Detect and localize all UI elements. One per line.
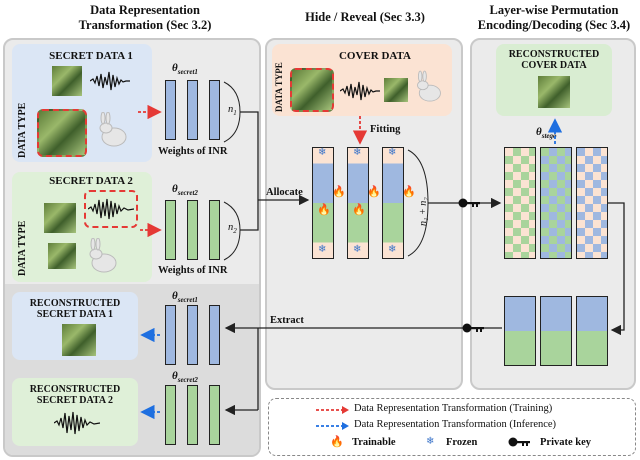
inr1-layer-3 [209, 80, 220, 140]
frozen-icon-bottom-2: ❄ [353, 244, 362, 255]
cover-image-selected [290, 68, 334, 112]
weights-of-inr-2: Weights of INR [158, 265, 228, 276]
legend-frozen: Frozen [446, 437, 478, 448]
decoded-col-1 [504, 296, 536, 366]
secret-2-audio-selected [84, 190, 138, 228]
legend-trainable-icon: 🔥 [330, 436, 344, 448]
allocate-line [240, 111, 259, 231]
n1-label: n1 [228, 104, 237, 118]
recon1-layer-1 [165, 305, 176, 365]
secret-1-audio-icon [90, 71, 130, 91]
cover-bunny-icon [417, 70, 441, 102]
frozen-icon-top-1: ❄ [318, 147, 327, 158]
inr1-layer-1 [165, 80, 176, 140]
trainable-icon-2: 🔥 [367, 186, 381, 198]
legend-training: Data Representation Transformation (Trai… [354, 403, 553, 414]
recon-secret-1-title: RECONSTRUCTED SECRET DATA 1 [29, 298, 121, 320]
header-right: Layer-wise Permutation Encoding/Decoding… [477, 3, 631, 32]
legend-box [268, 398, 636, 456]
permuted-col-3 [576, 147, 608, 259]
recon2-layer-1 [165, 385, 176, 445]
frozen-icon-bottom-1: ❄ [318, 244, 327, 255]
inr2-layer-3 [209, 200, 220, 260]
secret-1-image [52, 66, 82, 96]
recon-secret-2-title: RECONSTRUCTED SECRET DATA 2 [29, 384, 121, 406]
legend-key-icon [508, 437, 530, 447]
inr2-layer-2 [187, 200, 198, 260]
legend-private-key: Private key [540, 437, 592, 448]
permuted-col-1 [504, 147, 536, 259]
trainable-icon-1: 🔥 [332, 186, 346, 198]
fitting-label: Fitting [370, 124, 401, 135]
recon-secret-1-image [62, 324, 96, 356]
secret-2-audio-icon [88, 198, 134, 220]
recon-secret-2-audio-icon [54, 411, 100, 435]
trainable-icon-3: 🔥 [402, 186, 416, 198]
stego-net-col-2 [347, 147, 369, 259]
recon-cover-image [538, 76, 570, 108]
header-middle: Hide / Reveal (Sec 3.3) [305, 10, 425, 24]
secret-1-image-selected [37, 109, 87, 157]
theta-stego-label: θstego [536, 126, 557, 141]
secret-data-1-title: SECRET DATA 1 [49, 50, 133, 62]
cover-image-small [384, 78, 408, 102]
secret-2-image [44, 203, 76, 233]
frozen-icon-top-3: ❄ [388, 147, 397, 158]
brace-2 [223, 201, 241, 261]
inr2-layer-1 [165, 200, 176, 260]
secret-data-2-title: SECRET DATA 2 [49, 175, 133, 187]
cover-audio-icon [340, 81, 380, 101]
cover-data-title: COVER DATA [338, 50, 411, 62]
brace-sum [407, 149, 429, 257]
stego-net-col-3 [382, 147, 404, 259]
trainable-icon-5: 🔥 [352, 204, 366, 216]
weights-of-inr-1: Weights of INR [158, 146, 228, 157]
n2-label: n2 [228, 222, 237, 236]
legend-inference: Data Representation Transformation (Infe… [354, 419, 557, 430]
theta-secret2-label: θsecret2 [172, 183, 198, 198]
theta-recon2-label: θsecret2 [172, 370, 198, 385]
extract-label: Extract [270, 315, 304, 326]
allocate-label: Allocate [266, 187, 303, 198]
recon-cover-title: RECONSTRUCTED COVER DATA [508, 49, 600, 71]
inr1-layer-2 [187, 80, 198, 140]
brace-1 [223, 81, 241, 143]
private-key-icon-1 [458, 198, 480, 208]
bunny-icon-2 [89, 238, 117, 273]
recon1-layer-3 [209, 305, 220, 365]
permuted-col-2 [540, 147, 572, 259]
trainable-icon-4: 🔥 [317, 204, 331, 216]
frozen-icon-top-2: ❄ [353, 147, 362, 158]
recon-secret-2-box [12, 378, 138, 446]
secret-2-image-small [48, 243, 76, 269]
legend-blue-arrow [316, 422, 349, 430]
legend-trainable: Trainable [352, 437, 396, 448]
private-key-icon-2 [462, 323, 484, 333]
legend-red-arrow [316, 406, 349, 414]
recon2-layer-2 [187, 385, 198, 445]
recon2-layer-3 [209, 385, 220, 445]
decoded-col-2 [540, 296, 572, 366]
frozen-icon-bottom-3: ❄ [388, 244, 397, 255]
bunny-icon-1 [99, 112, 127, 147]
stego-net-col-1 [312, 147, 334, 259]
theta-secret1-label: θsecret1 [172, 62, 198, 77]
decode-line [608, 202, 625, 336]
legend-frozen-icon: ❄ [426, 436, 435, 447]
theta-recon1-label: θsecret1 [172, 290, 198, 305]
decoded-col-3 [576, 296, 608, 366]
recon1-layer-2 [187, 305, 198, 365]
header-left: Data Representation Transformation (Sec … [78, 3, 212, 32]
